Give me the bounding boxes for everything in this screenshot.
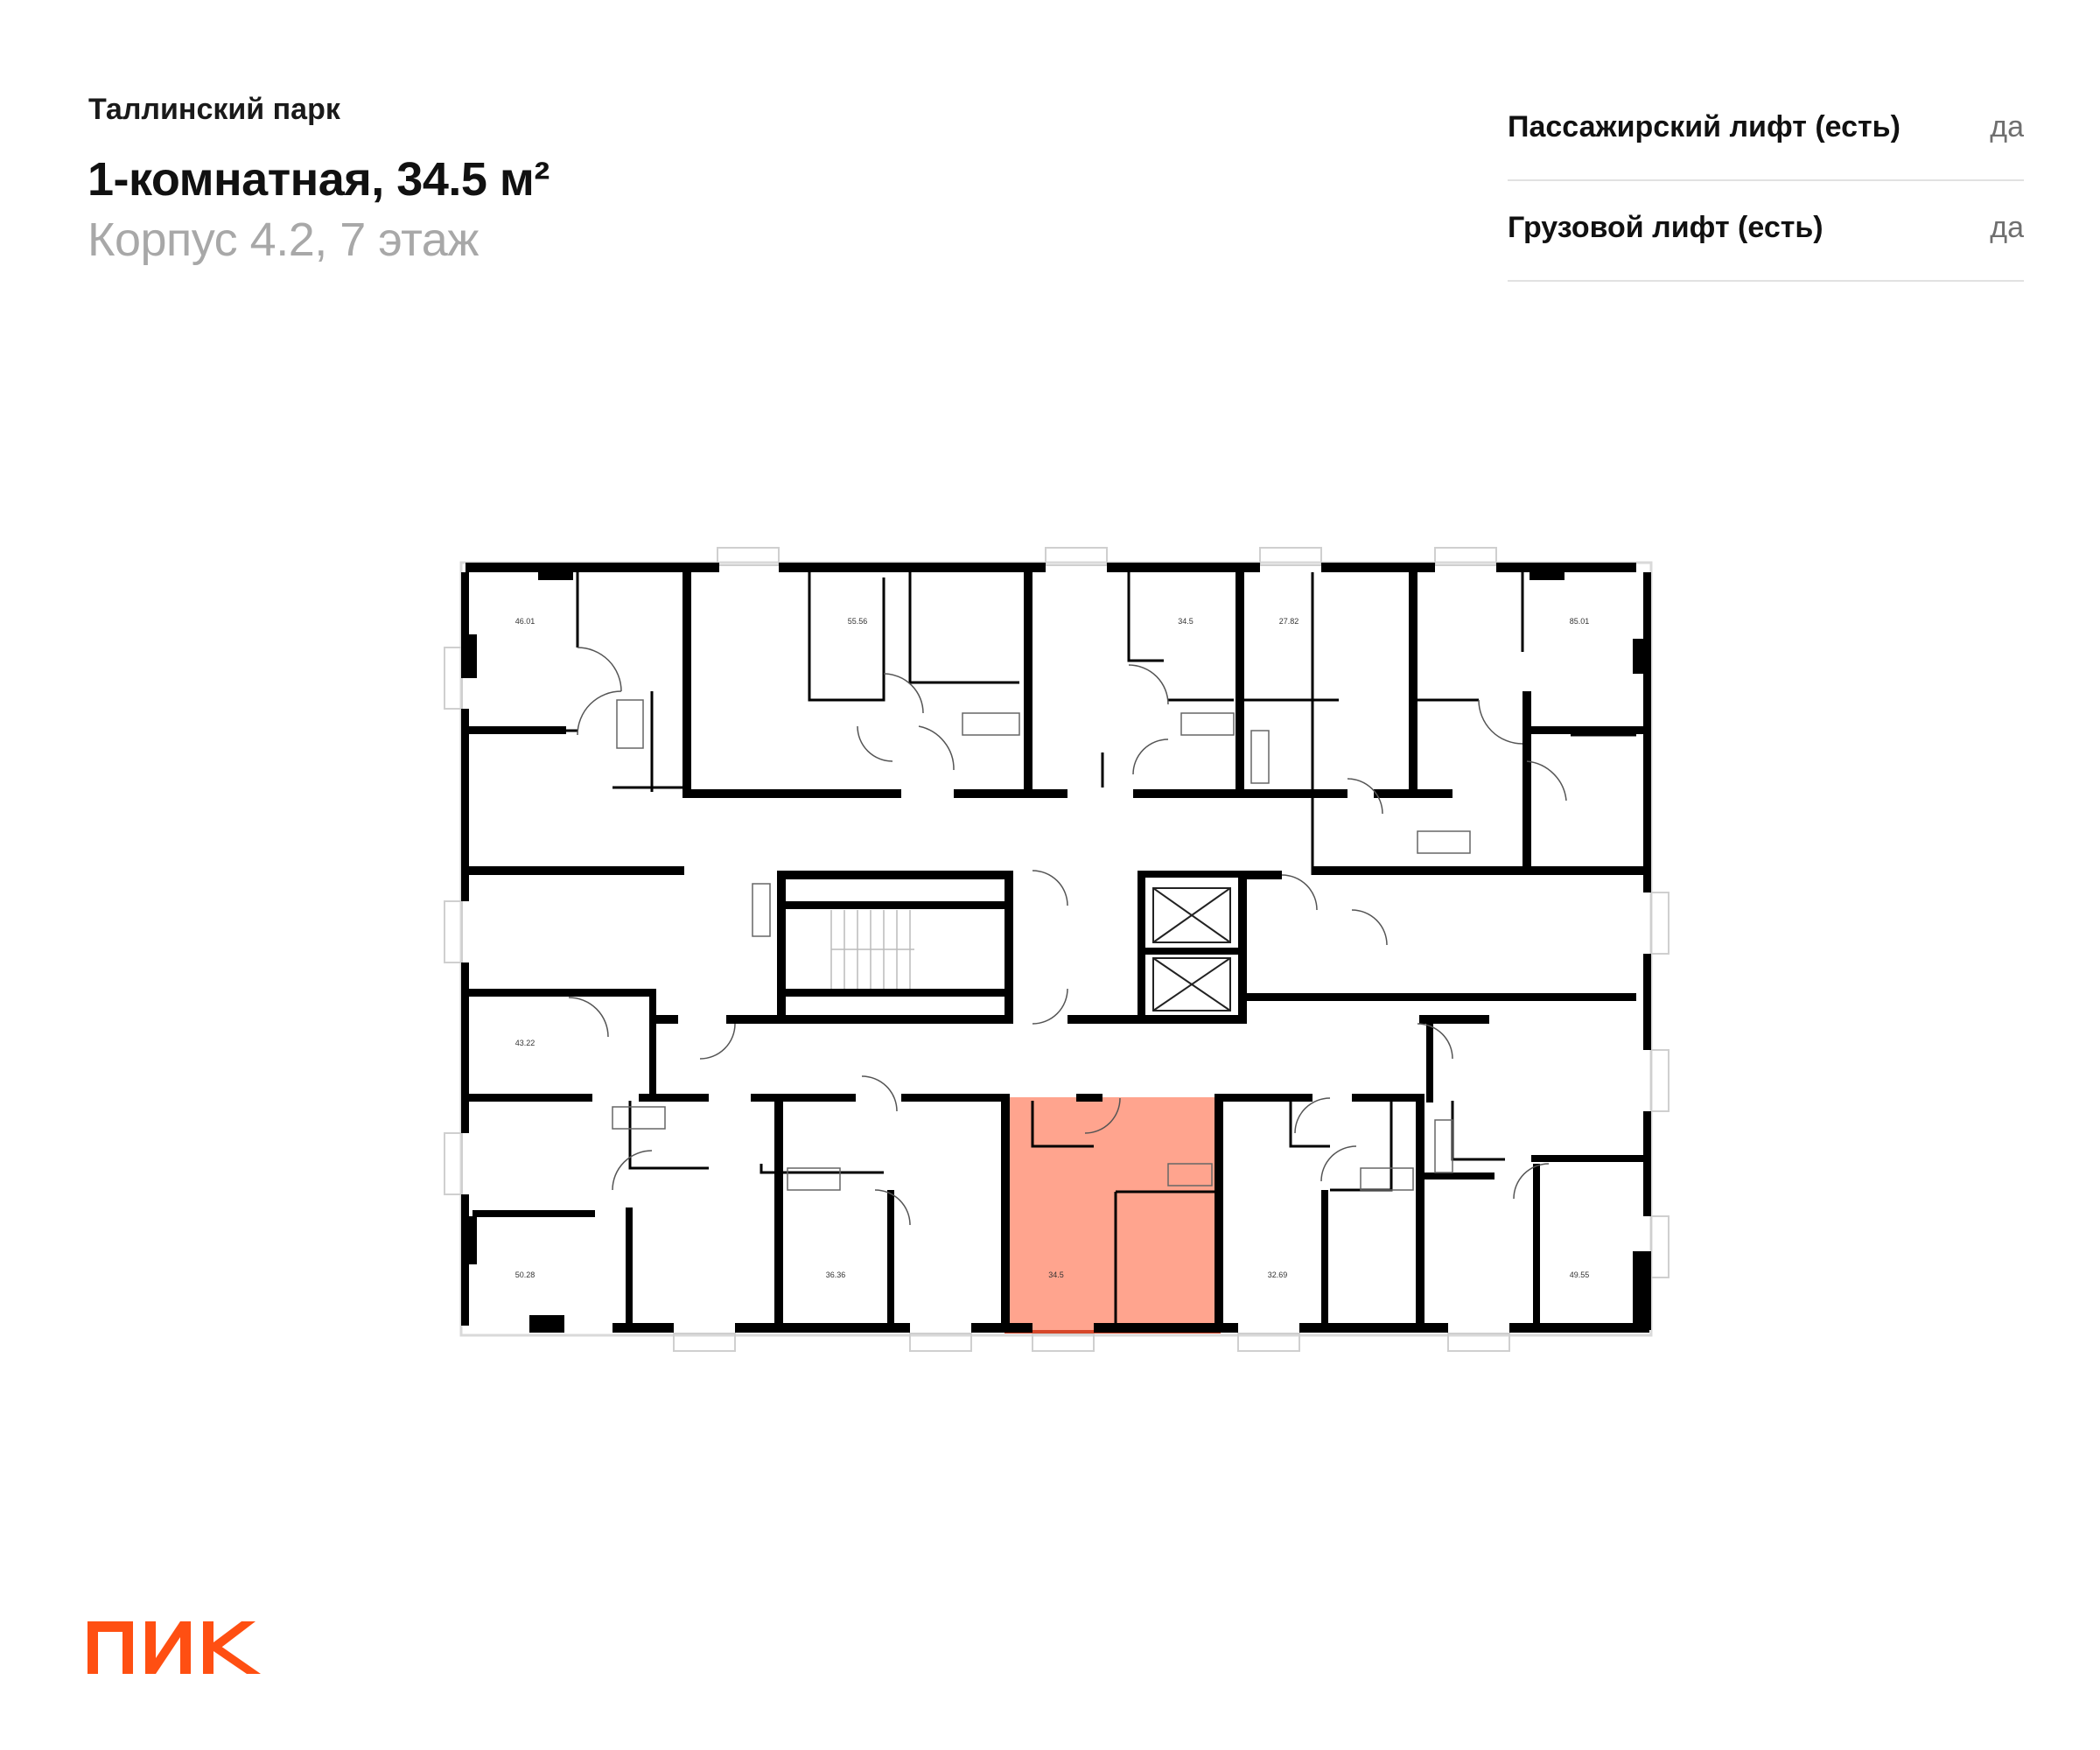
area-label: 34.5 <box>1048 1270 1064 1279</box>
project-name: Таллинский парк <box>88 93 340 126</box>
feature-label: Пассажирский лифт (есть) <box>1508 110 1900 144</box>
area-label: 36.36 <box>826 1270 846 1279</box>
windows <box>444 547 1670 1352</box>
area-label: 32.69 <box>1268 1270 1288 1279</box>
area-label: 34.5 <box>1178 617 1194 626</box>
feature-passenger-lift: Пассажирский лифт (есть) да <box>1508 80 2024 181</box>
feature-value: да <box>1990 110 2024 144</box>
area-label: 50.28 <box>515 1270 536 1279</box>
feature-freight-lift: Грузовой лифт (есть) да <box>1508 181 2024 282</box>
area-label: 46.01 <box>515 617 536 626</box>
area-label: 55.56 <box>848 617 868 626</box>
elevator-shafts <box>1152 887 1231 1012</box>
area-label: 49.55 <box>1570 1270 1590 1279</box>
staircase <box>830 910 914 989</box>
pik-logo <box>88 1621 261 1674</box>
doors <box>568 647 1567 1226</box>
walls <box>461 563 1651 1333</box>
building-floor: Корпус 4.2, 7 этаж <box>88 214 479 266</box>
fixtures <box>612 699 1471 1191</box>
apartment-title: 1-комнатная, 34.5 м² <box>88 153 550 206</box>
features-list: Пассажирский лифт (есть) да Грузовой лиф… <box>1508 80 2024 282</box>
area-label: 85.01 <box>1570 617 1590 626</box>
area-label: 27.82 <box>1279 617 1299 626</box>
feature-label: Грузовой лифт (есть) <box>1508 211 1824 244</box>
area-label: 43.22 <box>515 1039 536 1047</box>
feature-value: да <box>1990 211 2024 244</box>
selected-apartment[interactable] <box>1006 1097 1219 1332</box>
